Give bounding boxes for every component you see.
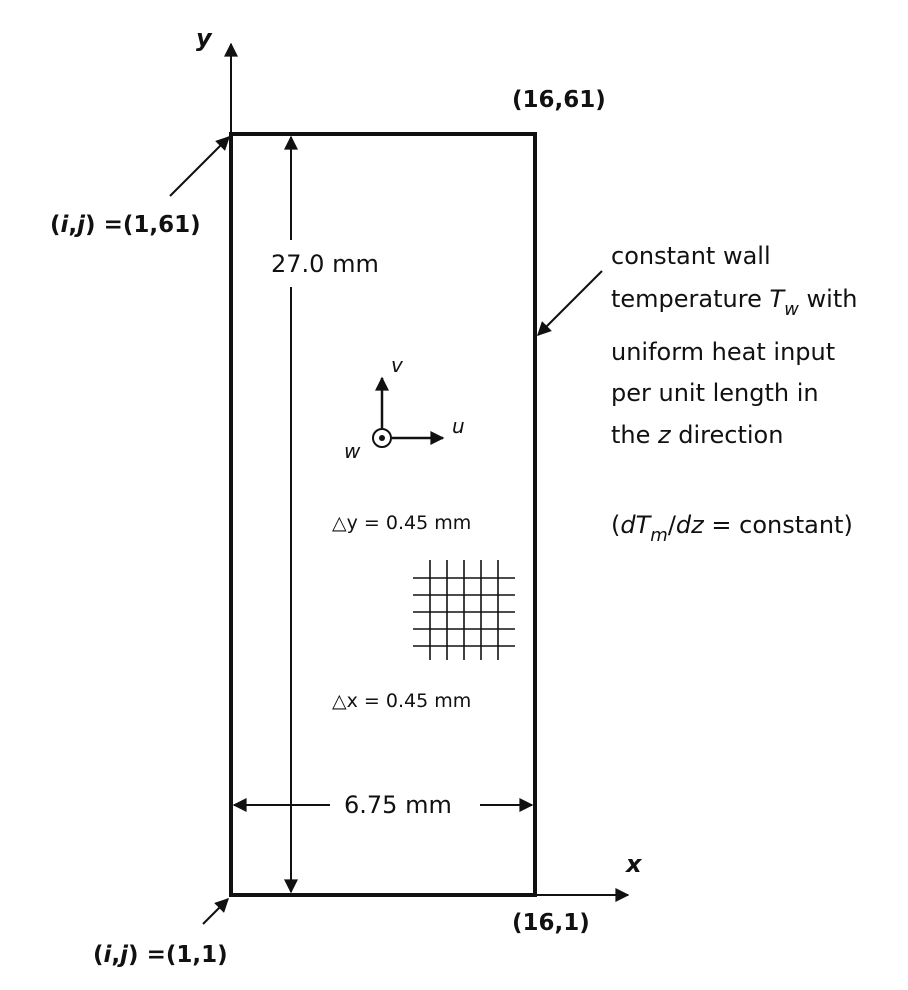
u-velocity-label: u: [452, 414, 465, 438]
v-velocity-label: v: [391, 353, 404, 377]
grid-dy-label: △y = 0.45 mm: [332, 512, 471, 534]
note-line-5: the z direction: [611, 421, 783, 449]
mesh-grid-icon: [413, 560, 515, 660]
wall-condition-note: constant wall temperature Tw with unifor…: [611, 242, 857, 546]
note-line-3: uniform heat input: [611, 338, 835, 366]
y-axis-label: y: [196, 24, 213, 52]
note-equation: (dTm/dz = constant): [611, 511, 853, 546]
channel-rectangle: [229, 132, 537, 897]
note-line-2: temperature Tw with: [611, 285, 857, 320]
corner-label-bottom-right: (16,1): [512, 910, 590, 936]
corner-label-top-left: (i,j) =(1,61): [50, 212, 201, 238]
width-dimension-label: 6.75 mm: [344, 791, 452, 819]
wall-pointer-arrow: [537, 270, 603, 336]
corner-label-bottom-left: (i,j) =(1,1): [93, 942, 228, 968]
height-dimension-label: 27.0 mm: [271, 250, 379, 278]
pointer-arrow-top-left: [169, 136, 230, 197]
grid-dx-label: △x = 0.45 mm: [332, 690, 471, 712]
corner-label-top-right: (16,61): [512, 87, 606, 113]
note-line-1: constant wall: [611, 242, 771, 270]
note-line-4: per unit length in: [611, 379, 819, 407]
w-velocity-label: w: [344, 439, 361, 463]
x-axis-label: x: [625, 850, 643, 878]
pointer-arrow-bottom-left: [202, 898, 229, 925]
